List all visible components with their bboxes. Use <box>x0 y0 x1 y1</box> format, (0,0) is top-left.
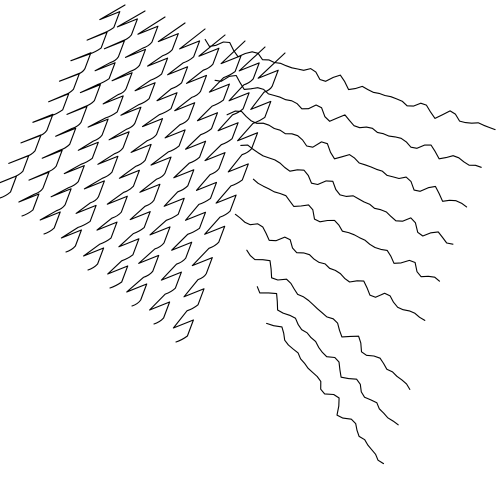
wavy-stroke <box>252 178 441 282</box>
zigzag-stroke <box>126 40 246 307</box>
zigzag-stroke <box>83 28 206 271</box>
wavy-stroke <box>256 286 399 426</box>
zigzag-stroke <box>107 34 226 289</box>
wavy-stroke <box>234 213 426 321</box>
zigzag-stroke <box>0 4 126 199</box>
wavy-stroke <box>214 74 482 168</box>
zigzag-stroke <box>39 16 166 235</box>
wavy-stroke <box>266 322 385 465</box>
wavy-stroke <box>246 249 411 390</box>
wavy-stroke <box>240 144 454 245</box>
wavy-stroke <box>226 110 468 208</box>
zigzag-stroke <box>18 10 146 217</box>
wavy-stroke <box>204 38 496 131</box>
zigzag-stroke <box>60 22 186 253</box>
zigzag-stroke <box>172 52 286 343</box>
